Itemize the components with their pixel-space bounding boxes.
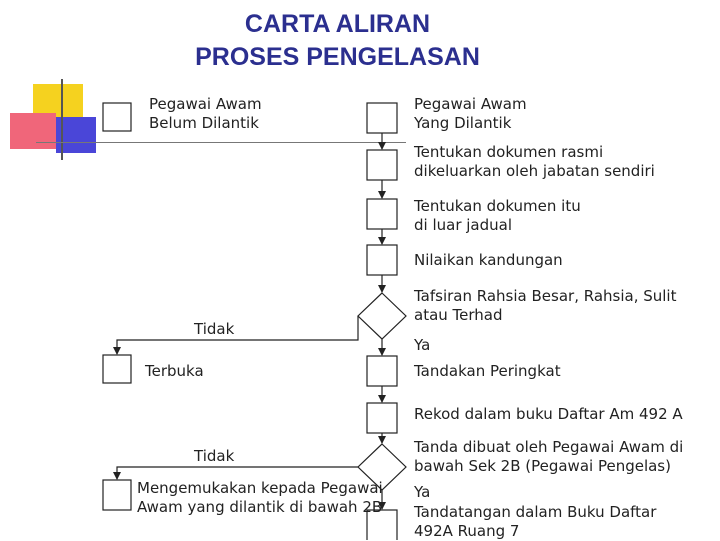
box-determine-official: [367, 150, 397, 180]
label-classified-line1: Pegawai Awam: [414, 95, 527, 114]
label-unclassified-line1: Pegawai Awam: [149, 95, 262, 114]
label-unclassified-line2: Belum Dilantik: [149, 114, 259, 133]
box-record: [367, 403, 397, 433]
box-submit: [103, 480, 131, 510]
decision1-diamond: [358, 293, 406, 339]
box-classified: [367, 103, 397, 133]
label-sign-line1: Tandatangan dalam Buku Daftar: [414, 503, 656, 522]
label-decision2-no: Tidak: [194, 447, 234, 466]
label-outside-line1: Tentukan dokumen itu: [414, 197, 581, 216]
label-record: Rekod dalam buku Daftar Am 492 A: [414, 405, 683, 424]
label-decision2-line1: Tanda dibuat oleh Pegawai Awam di: [414, 438, 683, 457]
label-official-line2: dikeluarkan oleh jabatan sendiri: [414, 162, 655, 181]
box-unclassified: [103, 103, 131, 131]
label-assess: Nilaikan kandungan: [414, 251, 563, 270]
label-decision1-line2: atau Terhad: [414, 306, 503, 325]
label-classified-line2: Yang Dilantik: [414, 114, 511, 133]
label-decision2-yes: Ya: [414, 483, 430, 502]
box-assess: [367, 245, 397, 275]
label-decision2-line2: bawah Sek 2B (Pegawai Pengelas): [414, 457, 671, 476]
label-decision1-no: Tidak: [194, 320, 234, 339]
label-official-line1: Tentukan dokumen rasmi: [414, 143, 603, 162]
label-outside-line2: di luar jadual: [414, 216, 512, 235]
arrow-decision2-submit: [117, 467, 358, 479]
label-decision1-line1: Tafsiran Rahsia Besar, Rahsia, Sulit: [414, 287, 676, 306]
label-mark-grade: Tandakan Peringkat: [414, 362, 561, 381]
label-submit-line2: Awam yang dilantik di bawah 2B: [137, 498, 382, 517]
box-determine-outside: [367, 199, 397, 229]
arrow-decision1-open: [117, 316, 358, 354]
label-decision1-yes: Ya: [414, 336, 430, 355]
box-mark-grade: [367, 356, 397, 386]
label-sign-line2: 492A Ruang 7: [414, 522, 519, 541]
label-open: Terbuka: [145, 362, 204, 381]
label-submit-line1: Mengemukakan kepada Pegawai: [137, 479, 383, 498]
box-open: [103, 355, 131, 383]
